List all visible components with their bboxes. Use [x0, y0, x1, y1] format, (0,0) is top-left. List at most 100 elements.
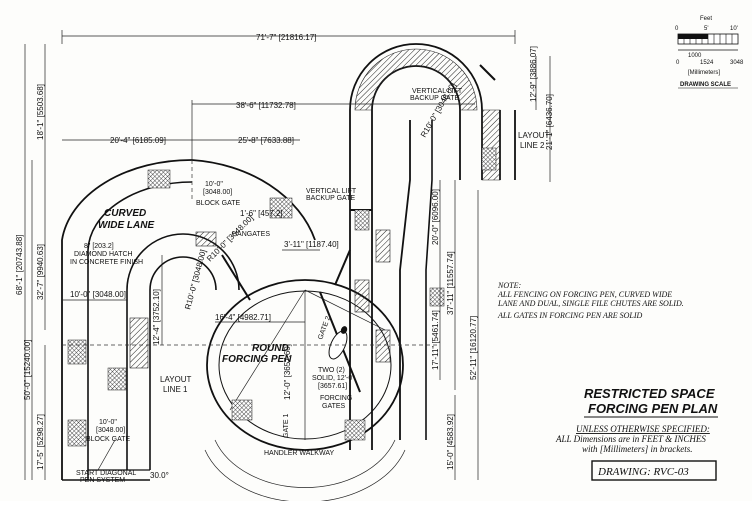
dims-note-1: ALL Dimensions are in FEET & INCHES — [555, 434, 706, 444]
gate-2-label: GATE 2 — [317, 315, 332, 340]
dim-radius-12: 12'-0" [3657.60] — [283, 344, 292, 400]
two-solid-1: TWO (2) — [318, 367, 345, 374]
round-forcing-pen-2: FORCING PEN — [222, 354, 292, 365]
hatch-panel — [375, 229, 391, 263]
dim-right-12: 12'-9" [3886.07] — [529, 46, 538, 102]
hangates-label: HANGATES — [232, 231, 270, 238]
scale-mm-1000: 1000 — [688, 53, 702, 59]
plan-labels: 10'-0" [3048.00] BLOCK GATE VERTICAL LIF… — [70, 88, 550, 484]
two-solid-2: SOLID, 12'-0" — [312, 375, 355, 382]
layout-line-1a: LAYOUT — [160, 375, 192, 384]
scale-mm-label: [Millimeters] — [688, 70, 720, 76]
block-gate-top-dim: 10'-0" — [205, 181, 223, 188]
dim-mid-12: 12'-4" [3752.10] — [152, 289, 161, 345]
start-diagonal-2: PEN SYSTEM — [80, 477, 125, 484]
note-line-3: LANE AND DUAL, SINGLE FILE CHUTES ARE SO… — [497, 299, 684, 308]
layout-line-1b: LINE 1 — [163, 385, 188, 394]
block-gate-bottom-mm: [3048.00] — [96, 427, 125, 434]
layout-line-2a: LAYOUT — [518, 131, 550, 140]
hatch-panel — [375, 329, 391, 363]
hatch-panel — [129, 317, 149, 369]
mat-patch — [67, 419, 87, 447]
scale-mm-1524: 1524 — [700, 60, 714, 66]
note-line-1: NOTE: — [497, 281, 521, 290]
start-diagonal-1: START DIAGONAL — [76, 470, 136, 477]
title-block: RESTRICTED SPACE FORCING PEN PLAN UNLESS… — [555, 386, 718, 481]
dimension-lines — [24, 30, 551, 480]
dim-chute-37: 37'-11" [11557.74] — [446, 251, 455, 315]
mat-patch — [269, 197, 293, 219]
block-gate-top-mm: [3048.00] — [203, 189, 232, 196]
dim-overall-width: 71'-7" [21816.17] — [256, 33, 316, 42]
dim-left-50: 50'-0" [15240.00] — [23, 340, 32, 400]
title-line-1: RESTRICTED SPACE — [584, 386, 715, 401]
hatch-panel — [195, 231, 217, 247]
handler-walkway-label: HANDLER WALKWAY — [264, 450, 334, 457]
dim-left-17: 17'-5" [5298.27] — [36, 414, 45, 470]
mat-patch — [107, 367, 127, 391]
dim-chute-15: 15'-0" [4583.92] — [446, 414, 455, 470]
dim-left-32: 32'-7" [9940.63] — [36, 244, 45, 300]
scale-mm-0: 0 — [676, 60, 680, 66]
dim-width-10: 10'-0" [3048.00] — [70, 290, 126, 299]
note-line-2: ALL FENCING ON FORCING PEN, CURVED WIDE — [497, 290, 672, 299]
layout-line-2b: LINE 2 — [520, 141, 545, 150]
two-solid-5: GATES — [322, 403, 346, 410]
mat-patch — [429, 287, 445, 307]
scale-feet-0: 0 — [675, 26, 679, 32]
dim-left-68: 68'-1" [20743.88] — [15, 235, 24, 295]
mat-patch — [481, 147, 497, 171]
vertical-lift-mid-1: VERTICAL LIFT — [306, 188, 357, 195]
diamond-hatch-2: DIAMOND HATCH — [74, 251, 133, 258]
dim-chute-17: 17'-11" [5461.74] — [431, 310, 440, 370]
vertical-lift-top-1: VERTICAL LIFT — [412, 88, 463, 95]
scale-caption: DRAWING SCALE — [680, 82, 731, 88]
scale-feet-5: 5' — [704, 26, 708, 32]
diamond-hatch-1: 8" [203.2] — [84, 243, 114, 250]
mat-patches — [67, 147, 497, 447]
dim-top-38: 38'-6" [11732.78] — [236, 101, 296, 110]
drawing-number-box — [591, 460, 717, 481]
dim-chute-52: 52'-11" [16120.77] — [469, 316, 478, 380]
scale-feet-10: 10' — [730, 26, 738, 32]
scale-mm-3048: 3048 — [730, 60, 744, 66]
note-line-4: ALL GATES IN FORCING PEN ARE SOLID — [497, 311, 643, 320]
mat-patch — [344, 419, 366, 441]
scale-feet-label: Feet — [700, 16, 712, 22]
block-gate-bottom-dim: 10'-0" — [99, 419, 117, 426]
diamond-hatch-3: IN CONCRETE FINISH — [70, 259, 143, 266]
mat-patch — [231, 399, 253, 421]
drawing-number: DRAWING: RVC-03 — [597, 466, 689, 478]
dim-chute-20: 20'-0" [6096.00] — [431, 189, 440, 245]
dim-mid-1: 1'-6" [457.2] — [240, 209, 283, 218]
unless-specified: UNLESS OTHERWISE SPECIFIED: — [576, 424, 710, 434]
gate-1-label: GATE 1 — [283, 414, 290, 438]
dim-right-21: 21'-1" [6436.70] — [545, 94, 554, 150]
curved-wide-lane-2: WIDE LANE — [98, 220, 154, 231]
dim-mid-3: 3'-11" [1187.40] — [284, 240, 339, 249]
drawing-scale: Feet 0 5' 10' 1000 0 1524 3048 [Millimet… — [675, 16, 744, 89]
mat-patch — [67, 339, 87, 365]
round-forcing-pen-1: ROUND — [252, 343, 289, 354]
round-forcing-pen-structure — [204, 249, 406, 503]
dim-left-18: 18'-1" [5503.68] — [36, 84, 45, 140]
dim-left-20: 20'-4" [6185.09] — [110, 136, 166, 145]
vertical-lift-mid-2: BACKUP GATE — [306, 195, 355, 202]
mat-patch — [147, 169, 171, 189]
single-file-chute-structure — [349, 43, 516, 450]
mat-patch — [354, 209, 370, 231]
curved-wide-lane-1: CURVED — [104, 208, 146, 219]
block-gate-top-label: BLOCK GATE — [196, 200, 241, 207]
dim-mid-16: 16'-4" [4982.71] — [215, 313, 271, 322]
dim-mid-25: 25'-8" [7633.88] — [238, 136, 294, 145]
general-note: NOTE: ALL FENCING ON FORCING PEN, CURVED… — [497, 281, 684, 320]
two-solid-4: FORCING — [320, 395, 352, 402]
title-line-2: FORCING PEN PLAN — [588, 401, 718, 416]
dims-note-2: with [Millimeters] in brackets. — [582, 444, 693, 454]
vertical-lift-top-2: BACKUP GATE — [410, 95, 459, 102]
two-solid-3: [3657.61] — [318, 383, 347, 390]
dim-diag-30: 30.0° — [150, 471, 169, 480]
block-gate-bottom-label: BLOCK GATE — [86, 436, 131, 443]
